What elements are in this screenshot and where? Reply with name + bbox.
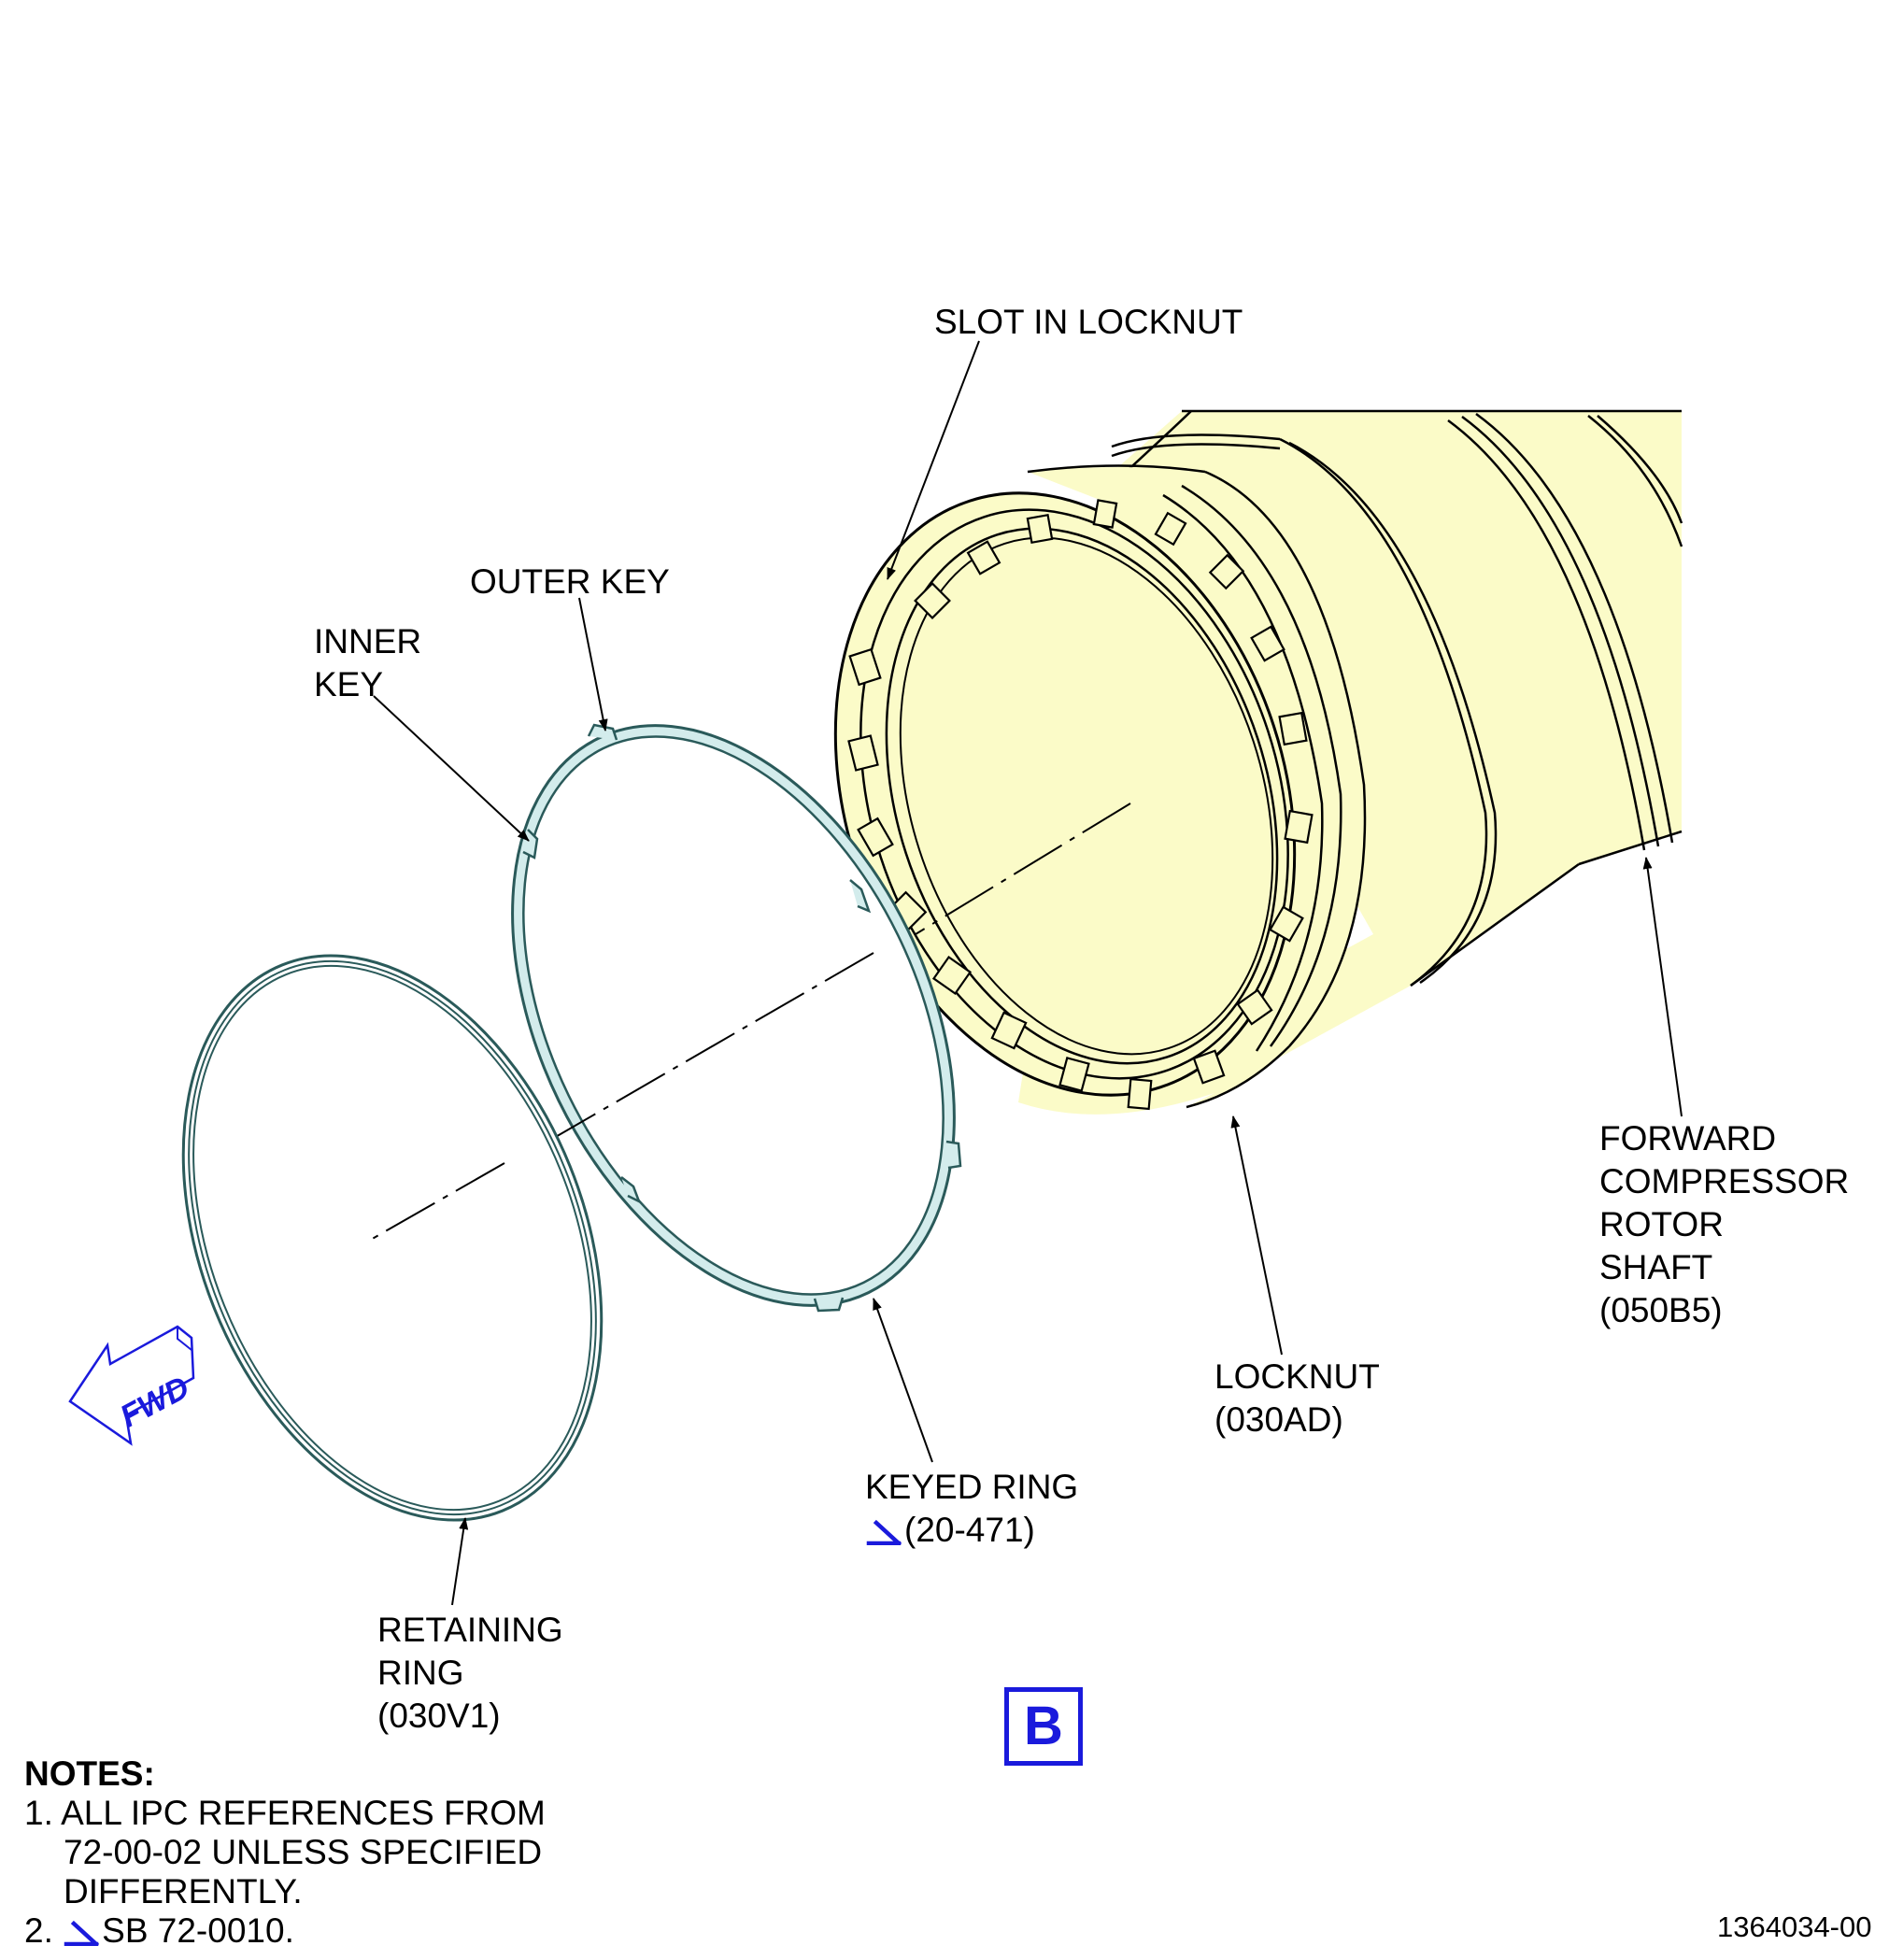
fwd-arrow-icon: FWD (68, 1325, 195, 1446)
label-retaining-ring: RETAINING RING (030V1) (377, 1611, 563, 1735)
note-2-text: SB 72-0010. (102, 1911, 294, 1950)
keyed-ring (511, 723, 962, 1313)
note-2-number: 2. (24, 1911, 53, 1950)
label-slot-in-locknut: SLOT IN LOCKNUT (934, 303, 1243, 341)
label-keyed-ring: KEYED RING (20-471) (865, 1468, 1079, 1549)
leader-forward-shaft (1642, 857, 1683, 1117)
notes-block: NOTES: 1. ALL IPC REFERENCES FROM 72-00-… (24, 1754, 546, 1951)
leader-locknut (1230, 1115, 1283, 1356)
label-locknut: LOCKNUT (030AD) (1214, 1357, 1380, 1439)
drawing-number: 1364034-00 (1717, 1910, 1872, 1943)
leader-keyed-ring (873, 1298, 933, 1463)
note-1-line-3: DIFFERENTLY. (64, 1872, 303, 1910)
label-inner-key: INNER KEY (314, 622, 422, 703)
leader-inner-key (373, 695, 530, 842)
blue-flag-icon (64, 1920, 100, 1946)
blue-flag-icon (866, 1519, 902, 1545)
note-2: 2. SB 72-0010. (24, 1911, 546, 1951)
notes-title: NOTES: (24, 1754, 155, 1793)
leader-outer-key (578, 597, 608, 731)
note-1-line-1: 1. ALL IPC REFERENCES FROM (24, 1794, 546, 1832)
leader-retaining-ring (451, 1517, 469, 1606)
label-forward-compressor-rotor-shaft: FORWARD COMPRESSOR ROTOR SHAFT (050B5) (1599, 1119, 1850, 1329)
forward-compressor-rotor-shaft (833, 409, 1683, 1115)
keyed-ring-ipc-ref: (20-471) (904, 1511, 1035, 1549)
label-outer-key: OUTER KEY (470, 562, 670, 601)
note-1-line-2: 72-00-02 UNLESS SPECIFIED (64, 1833, 543, 1871)
leader-lines (373, 340, 1683, 1606)
retaining-ring (181, 954, 604, 1522)
view-badge: B (1004, 1687, 1083, 1766)
leader-slot-in-locknut (887, 340, 980, 580)
